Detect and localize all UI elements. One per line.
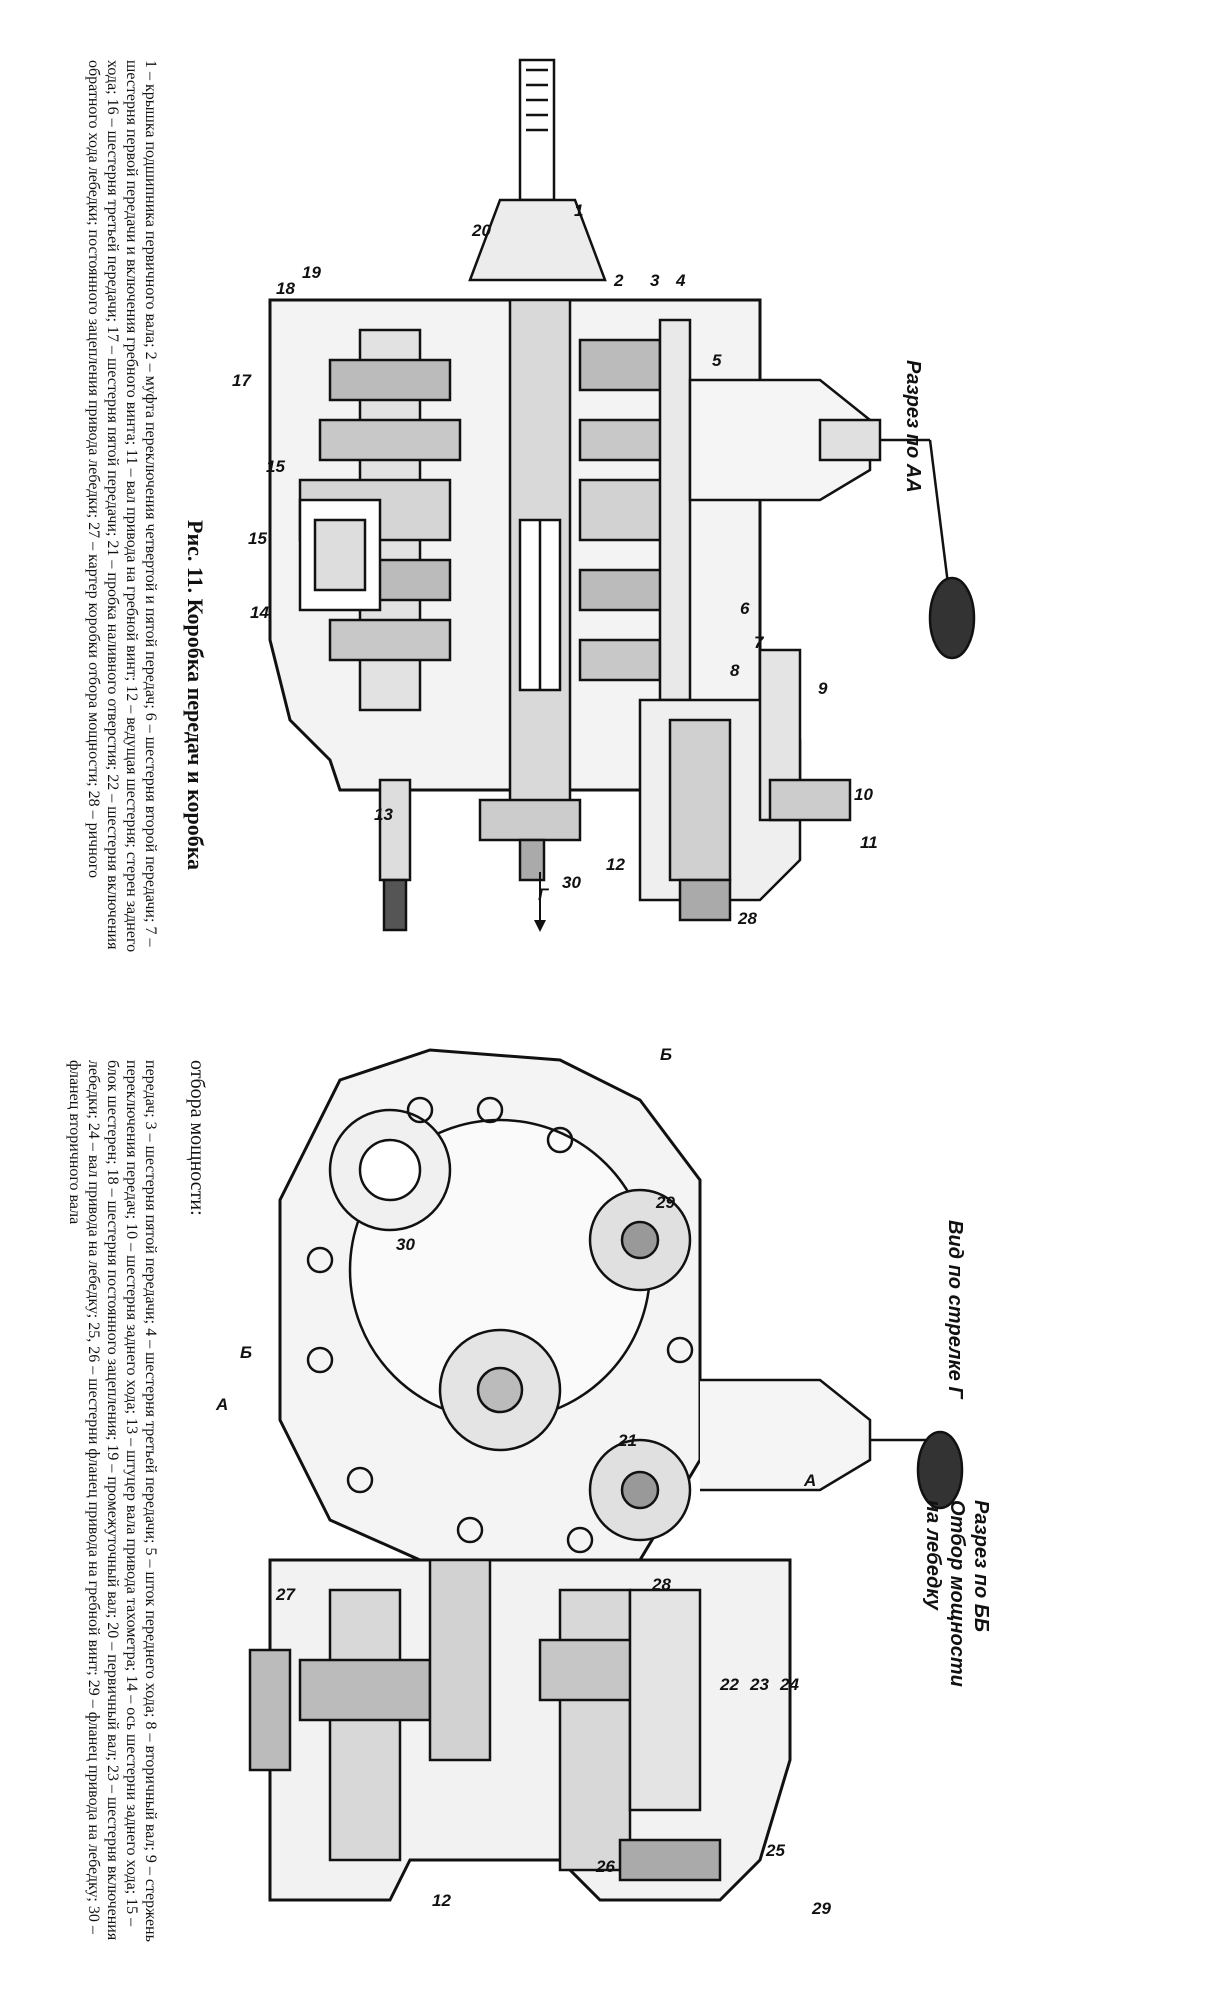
section-bb-sub1: Отбор мощности bbox=[946, 1500, 968, 1687]
callout-22: 22 bbox=[719, 1675, 739, 1694]
callout-9: 9 bbox=[818, 679, 828, 698]
section-aa-label: Разрез по АА bbox=[902, 360, 924, 493]
callout-7: 7 bbox=[754, 633, 765, 652]
label-a-right: А bbox=[803, 1471, 816, 1490]
callout-14: 14 bbox=[250, 603, 269, 622]
figure-legend-part2: передач; 3 – шестерня пятой передачи; 4 … bbox=[66, 1060, 159, 1942]
figure-title: Рис. 11. Коробка передач и коробка bbox=[183, 520, 208, 871]
callout-30-top: 30 bbox=[562, 873, 581, 892]
callout-5: 5 bbox=[712, 351, 722, 370]
callout-25: 25 bbox=[765, 1841, 785, 1860]
callout-1: 1 bbox=[574, 201, 583, 220]
view-g-label: Вид по стрелке Г bbox=[944, 1220, 966, 1399]
callout-23: 23 bbox=[749, 1675, 769, 1694]
callout-6: 6 bbox=[740, 599, 750, 618]
callout-12-bottom: 12 bbox=[432, 1891, 451, 1910]
callout-19: 19 bbox=[302, 263, 321, 282]
callout-17: 17 bbox=[232, 371, 252, 390]
callout-24: 24 bbox=[779, 1675, 799, 1694]
callout-8: 8 bbox=[730, 661, 740, 680]
label-a-left: А bbox=[215, 1395, 228, 1414]
callout-21: 21 bbox=[617, 1431, 637, 1450]
callout-4: 4 bbox=[675, 271, 686, 290]
callout-12: 12 bbox=[606, 855, 625, 874]
callout-2: 2 bbox=[613, 271, 624, 290]
callout-3: 3 bbox=[650, 271, 660, 290]
label-b-top: Б bbox=[660, 1045, 672, 1064]
callout-26: 26 bbox=[595, 1857, 615, 1876]
callout-27: 27 bbox=[275, 1585, 296, 1604]
section-bb-sub2: на лебедку bbox=[922, 1500, 944, 1610]
callout-20: 20 bbox=[471, 221, 491, 240]
callout-28-bottom: 28 bbox=[651, 1575, 671, 1594]
section-bb-label: Разрез по ББ bbox=[970, 1500, 992, 1633]
callout-29-bottom: 29 bbox=[811, 1899, 831, 1918]
callout-13: 13 bbox=[374, 805, 393, 824]
figure-legend-part1: 1 – крышка подшипника первичного вала; 2… bbox=[85, 60, 159, 953]
callout-18: 18 bbox=[276, 279, 295, 298]
callout-29: 29 bbox=[655, 1193, 675, 1212]
callout-10: 10 bbox=[854, 785, 873, 804]
callout-15a: 15 bbox=[248, 529, 267, 548]
figure-title-continued: отбора мощности: bbox=[186, 1060, 208, 1216]
callout-15b: 15 bbox=[266, 457, 285, 476]
callout-30-bottom: 30 bbox=[396, 1235, 415, 1254]
label-b-left: Б bbox=[240, 1343, 252, 1362]
callout-28-top: 28 bbox=[737, 909, 757, 928]
callout-11: 11 bbox=[860, 833, 878, 852]
